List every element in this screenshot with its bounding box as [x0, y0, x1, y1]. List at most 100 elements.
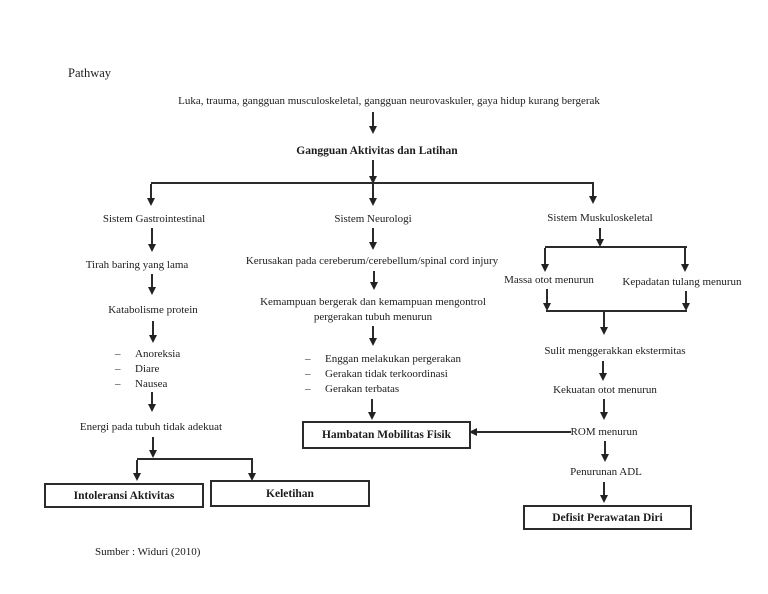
gastro-outcome-split-bar — [137, 458, 253, 460]
connector-split-kepadatan — [684, 248, 686, 265]
connector-rom-hambatan — [477, 431, 571, 433]
neuro-symptom-3: Gerakan terbatas — [325, 383, 400, 395]
arrowhead-down-icon — [148, 244, 156, 252]
connector-split-neuro — [372, 184, 374, 199]
arrowhead-down-icon — [370, 282, 378, 290]
musculo-step2: Kekuatan otot menurun — [553, 384, 657, 396]
connector-musculo-4 — [603, 399, 605, 413]
connector-split-massa — [544, 248, 546, 265]
connector-diagnosis-split — [372, 160, 374, 176]
dash-bullet: – — [305, 353, 311, 365]
diagnosis-box-label: Intoleransi Aktivitas — [73, 489, 175, 502]
gastro-step2: Katabolisme protein — [108, 304, 198, 316]
arrowhead-down-icon — [133, 473, 141, 481]
arrowhead-down-icon — [596, 239, 604, 247]
diagnosis-box-hambatan-mobilitas-fisik: Hambatan Mobilitas Fisik — [302, 421, 471, 449]
connector-outcome-left — [136, 460, 138, 474]
connector-neuro-4 — [371, 399, 373, 413]
connector-kepadatan-merge — [685, 291, 687, 304]
musculo-branch1: Massa otot menurun — [504, 274, 594, 286]
dash-bullet: – — [115, 378, 121, 390]
dash-bullet: – — [115, 363, 121, 375]
connector-musculo-1 — [599, 228, 601, 239]
connector-gastro-4 — [151, 392, 153, 405]
gastro-step3: Energi pada tubuh tidak adekuat — [79, 421, 223, 433]
arrowhead-down-icon — [369, 242, 377, 250]
gastro-symptom-item: – Anoreksia — [115, 348, 180, 360]
connector-neuro-1 — [372, 228, 374, 243]
arrowhead-down-icon — [147, 198, 155, 206]
arrowhead-down-icon — [369, 198, 377, 206]
gastro-symptom-item: – Nausea — [115, 378, 167, 390]
diagnosis-box-defisit-perawatan-diri: Defisit Perawatan Diri — [523, 505, 692, 530]
arrowhead-down-icon — [149, 450, 157, 458]
gastro-step1: Tirah baring yang lama — [85, 259, 189, 271]
arrowhead-down-icon — [369, 176, 377, 184]
dash-bullet: – — [305, 368, 311, 380]
musculo-header: Sistem Muskuloskeletal — [547, 212, 653, 224]
connector-musculo-2 — [603, 312, 605, 328]
musculo-step1: Sulit menggerakkan ekstermitas — [544, 345, 686, 357]
gastro-header: Sistem Gastrointestinal — [102, 213, 206, 225]
neuro-symptom-item: – Gerakan tidak terkoordinasi — [305, 368, 448, 380]
connector-etiology-diagnosis — [372, 112, 374, 127]
connector-gastro-3 — [152, 321, 154, 335]
arrowhead-down-icon — [543, 303, 551, 311]
dash-bullet: – — [115, 348, 121, 360]
arrowhead-down-icon — [369, 338, 377, 346]
musculo-step3-rom: ROM menurun — [570, 426, 638, 438]
split-bar — [151, 182, 594, 184]
gastro-symptom-3: Nausea — [135, 378, 168, 390]
gastro-symptom-1: Anoreksia — [135, 348, 181, 360]
page-title: Pathway — [68, 66, 112, 80]
connector-gastro-5 — [152, 437, 154, 451]
connector-neuro-3 — [372, 326, 374, 339]
connector-outcome-right — [251, 460, 253, 474]
neuro-header: Sistem Neurologi — [334, 213, 412, 225]
arrowhead-down-icon — [368, 412, 376, 420]
connector-gastro-1 — [151, 228, 153, 245]
arrowhead-down-icon — [600, 495, 608, 503]
arrowhead-left-icon — [469, 428, 477, 436]
arrowhead-down-icon — [148, 404, 156, 412]
diagnosis-box-intoleransi-aktivitas: Intoleransi Aktivitas — [44, 483, 204, 508]
connector-neuro-2 — [373, 271, 375, 283]
connector-gastro-2 — [151, 274, 153, 288]
dash-bullet: – — [305, 383, 311, 395]
connector-musculo-6 — [603, 482, 605, 496]
arrowhead-down-icon — [600, 412, 608, 420]
neuro-symptom-item: – Gerakan terbatas — [305, 383, 399, 395]
musculo-branch2: Kepadatan tulang menurun — [622, 276, 742, 288]
arrowhead-down-icon — [601, 454, 609, 462]
neuro-symptom-2: Gerakan tidak terkoordinasi — [325, 368, 448, 380]
source-citation: Sumber : Widuri (2010) — [95, 546, 201, 558]
neuro-symptom-item: – Enggan melakukan pergerakan — [305, 353, 461, 365]
connector-musculo-3 — [602, 361, 604, 374]
connector-massa-merge — [546, 289, 548, 304]
etiology-text: Luka, trauma, gangguan musculoskeletal, … — [178, 95, 600, 107]
diagnosis-box-label: Defisit Perawatan Diri — [552, 511, 663, 524]
arrowhead-down-icon — [599, 373, 607, 381]
connector-musculo-5 — [604, 441, 606, 455]
neuro-step1: Kerusakan pada cereberum/cerebellum/spin… — [245, 255, 499, 267]
arrowhead-down-icon — [369, 126, 377, 134]
arrowhead-down-icon — [248, 473, 256, 481]
diagnosis-box-keletihan: Keletihan — [210, 480, 370, 507]
arrowhead-down-icon — [600, 327, 608, 335]
connector-split-gastro — [150, 184, 152, 199]
diagnosis-box-label: Keletihan — [266, 487, 314, 500]
arrowhead-down-icon — [589, 196, 597, 204]
arrowhead-down-icon — [148, 287, 156, 295]
connector-split-musculo — [592, 184, 594, 197]
arrowhead-down-icon — [682, 303, 690, 311]
diagnosis-box-label: Hambatan Mobilitas Fisik — [321, 429, 452, 441]
musculo-step4-adl: Penurunan ADL — [570, 466, 642, 478]
arrowhead-down-icon — [149, 335, 157, 343]
arrowhead-down-icon — [541, 264, 549, 272]
gastro-symptom-item: – Diare — [115, 363, 159, 375]
musculo-merge-bar — [546, 310, 687, 312]
neuro-symptom-1: Enggan melakukan pergerakan — [325, 353, 462, 365]
gastro-symptom-2: Diare — [135, 363, 160, 375]
arrowhead-down-icon — [681, 264, 689, 272]
